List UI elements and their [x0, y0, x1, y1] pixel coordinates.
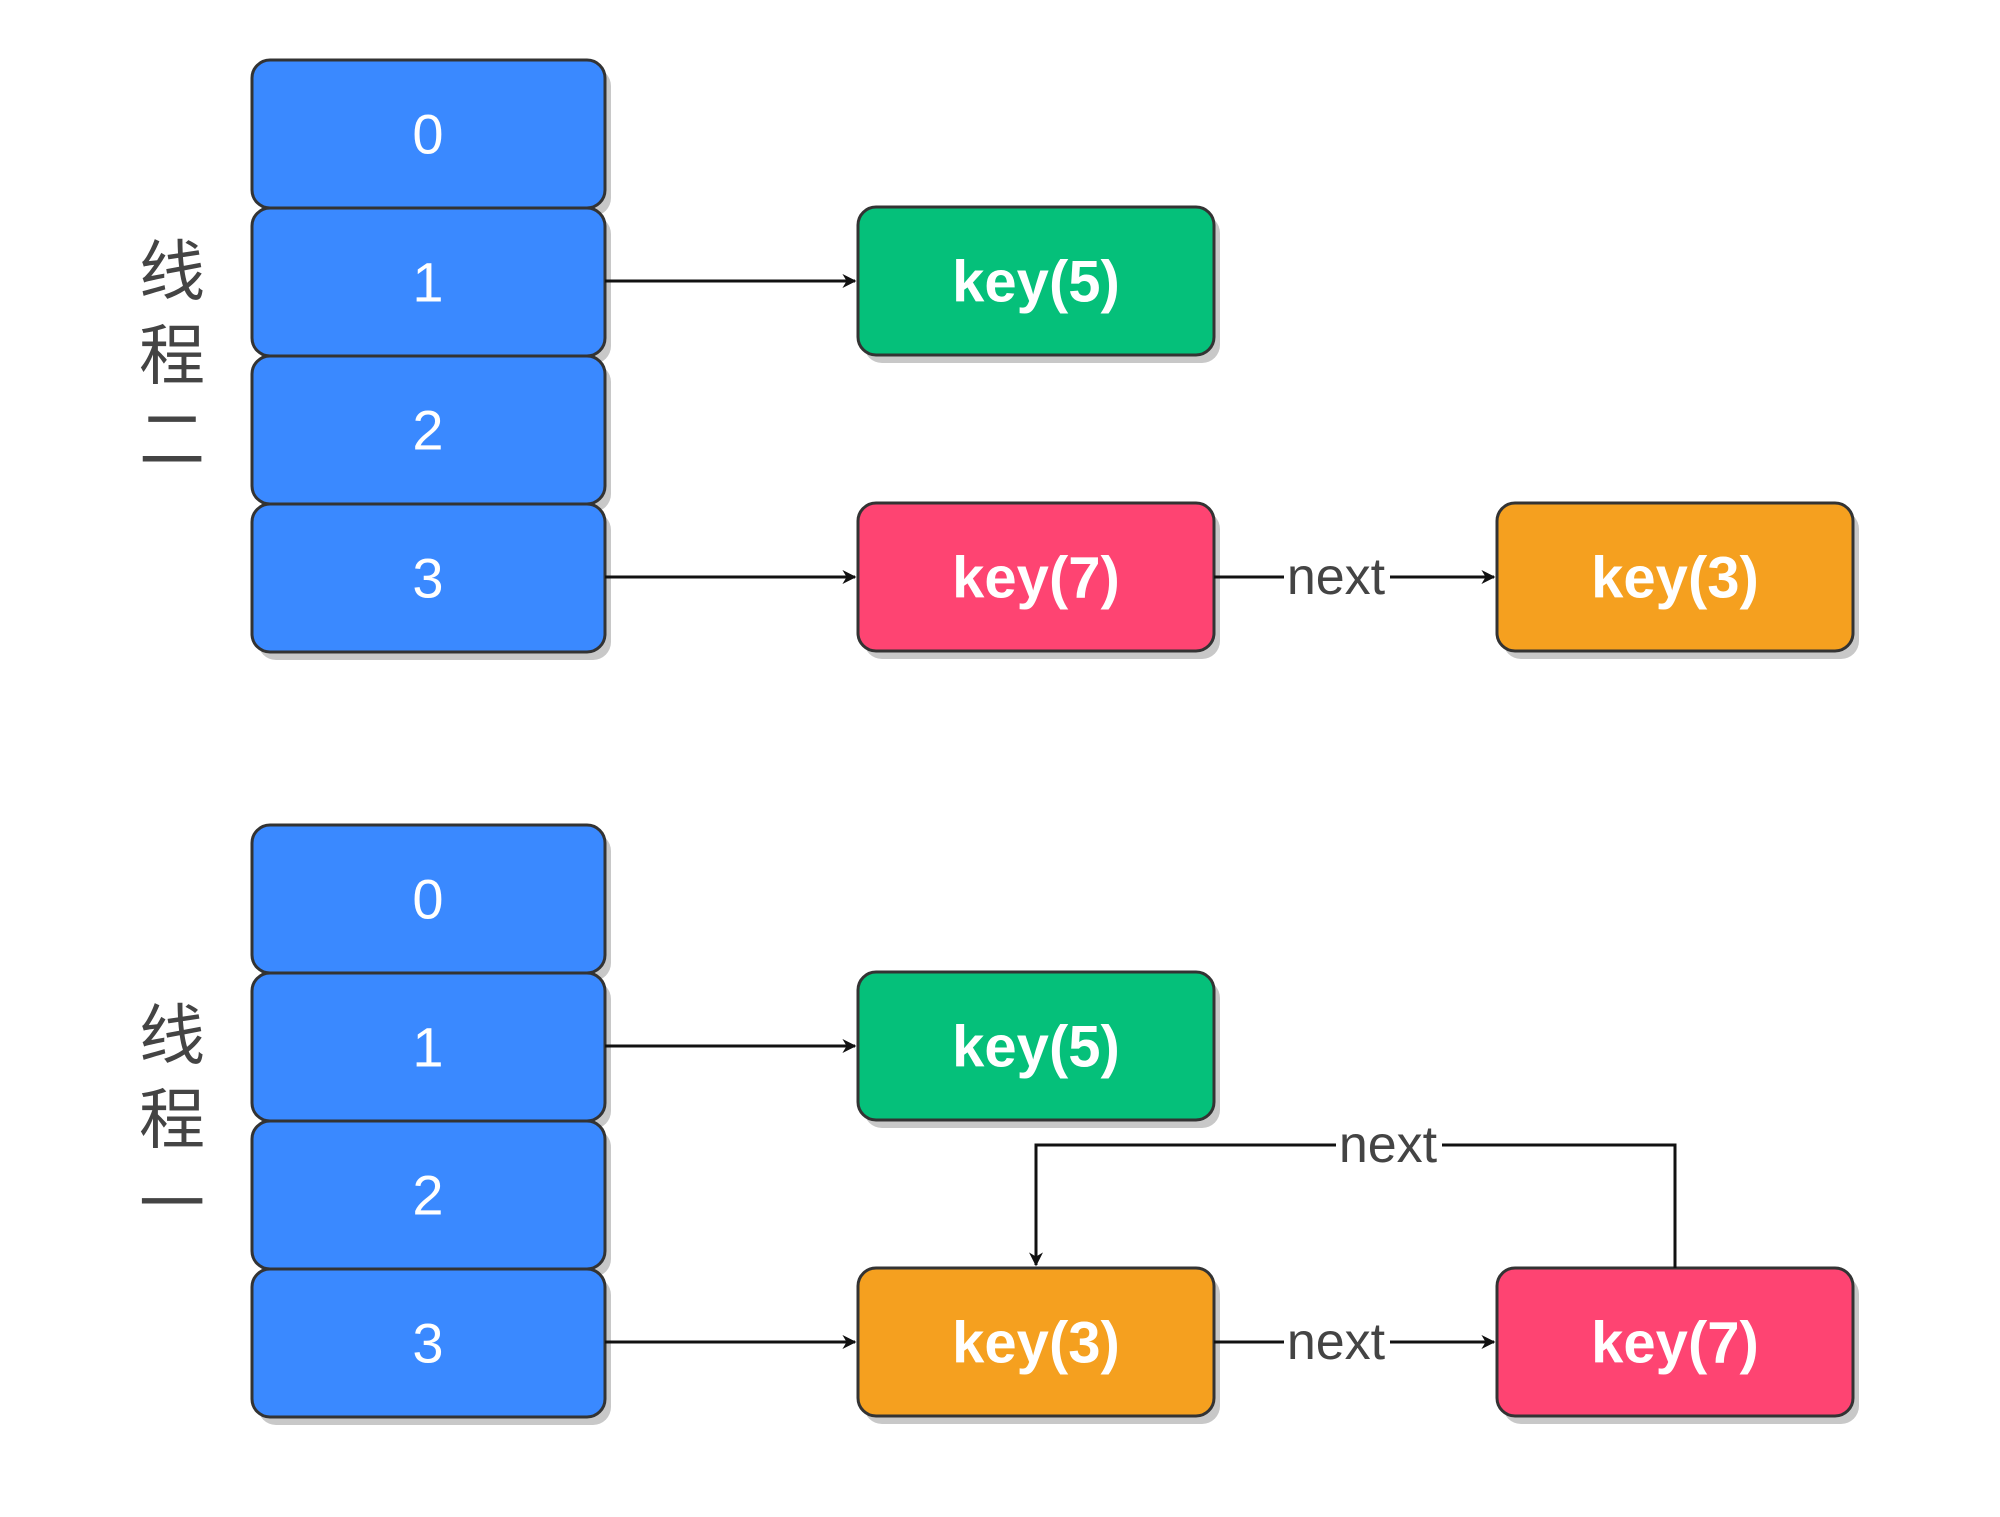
bucket-index: 0 [412, 868, 443, 931]
thread-label-char: 一 [139, 1166, 205, 1243]
thread-label-char: 程 [139, 1082, 205, 1159]
thread-one-diagram: 线 程 一 0 1 2 3 key(5) [139, 823, 1859, 1425]
thread-two-diagram: 线 程 二 0 1 2 3 key(5) [139, 58, 1859, 660]
node-label: key(7) [1591, 1311, 1759, 1376]
edge-label: next [1339, 1116, 1438, 1174]
node-key-7: key(7) [1495, 1266, 1859, 1424]
node-label: key(3) [952, 1311, 1120, 1376]
node-label: key(7) [952, 546, 1120, 611]
bucket-index: 2 [412, 1164, 443, 1227]
bucket-2: 2 [250, 354, 611, 512]
node-label: key(5) [952, 250, 1120, 315]
bucket-3: 3 [250, 1267, 611, 1425]
bucket-0: 0 [250, 823, 611, 981]
edge-key3-to-key7: next [1214, 1313, 1496, 1371]
node-key-5: key(5) [856, 205, 1220, 363]
edge-label: next [1287, 548, 1386, 606]
bucket-index: 1 [412, 1016, 443, 1079]
bucket-1: 1 [250, 971, 611, 1129]
bucket-0: 0 [250, 58, 611, 216]
bucket-3: 3 [250, 502, 611, 660]
bucket-index: 3 [412, 1312, 443, 1375]
node-key-5: key(5) [856, 970, 1220, 1128]
bucket-index: 3 [412, 547, 443, 610]
thread-label-char: 二 [139, 402, 205, 479]
edge-label: next [1287, 1313, 1386, 1371]
node-key-3: key(3) [856, 1266, 1220, 1424]
thread-label-char: 线 [139, 234, 205, 311]
node-key-7: key(7) [856, 501, 1220, 659]
edge-key7-to-key3: next [1214, 548, 1496, 606]
bucket-1: 1 [250, 206, 611, 364]
edge-key7-to-key3-loop: next [1029, 1116, 1677, 1268]
bucket-index: 1 [412, 251, 443, 314]
bucket-index: 2 [412, 399, 443, 462]
thread-label-char: 线 [139, 998, 205, 1075]
bucket-2: 2 [250, 1119, 611, 1277]
node-key-3: key(3) [1495, 501, 1859, 659]
bucket-index: 0 [412, 103, 443, 166]
node-label: key(3) [1591, 546, 1759, 611]
thread-label-char: 程 [139, 318, 205, 395]
node-label: key(5) [952, 1015, 1120, 1080]
